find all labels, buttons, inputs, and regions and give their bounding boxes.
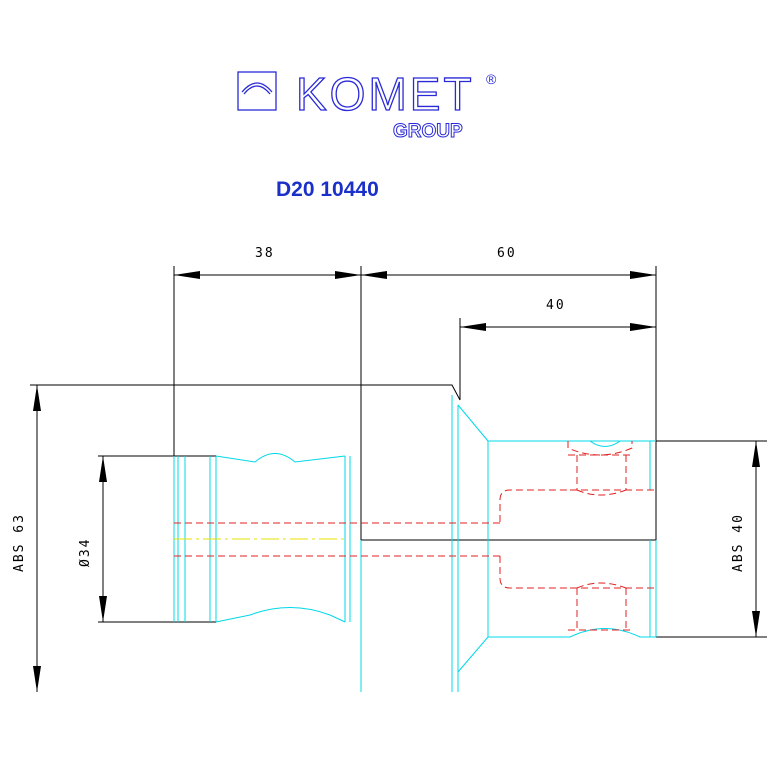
dimension-40-label: 40 — [546, 298, 566, 313]
logo-registered-mark: ® — [486, 71, 497, 87]
dimension-38: 38 — [173, 246, 362, 460]
arrow-head — [335, 271, 361, 279]
komet-group-logo: KOMET ® GROUP — [237, 67, 497, 143]
arrow-head — [630, 323, 656, 331]
dimension-diameter-34-label: Ø34 — [78, 538, 93, 567]
arrow-head — [99, 596, 107, 622]
arrow-head — [630, 271, 656, 279]
dimension-abs-63: ABS 63 — [12, 385, 41, 692]
arrow-head — [361, 271, 387, 279]
arrow-head — [752, 441, 760, 467]
hidden-lines — [174, 441, 656, 631]
arrow-head — [33, 385, 41, 411]
dimension-40: 40 — [459, 298, 656, 400]
tool-contour — [173, 395, 657, 692]
arrow-head — [99, 456, 107, 482]
dimension-abs-40-label: ABS 40 — [731, 513, 746, 572]
logo-subtitle-text: GROUP — [393, 121, 463, 142]
arrow-head — [174, 271, 200, 279]
arrow-head — [752, 611, 760, 637]
arrow-head — [460, 323, 486, 331]
logo-brand-text: KOMET — [296, 68, 475, 120]
part-number: D20 10440 — [276, 178, 379, 201]
dimension-diameter-34: Ø34 — [78, 456, 107, 622]
dimension-60: 60 — [361, 246, 657, 490]
dimension-60-label: 60 — [497, 246, 517, 261]
arrow-head — [33, 666, 41, 692]
dimension-abs-40: ABS 40 — [731, 441, 760, 637]
komet-arc-logo-icon — [237, 71, 277, 111]
dimension-38-label: 38 — [255, 246, 275, 261]
dimension-abs-63-label: ABS 63 — [12, 513, 27, 572]
